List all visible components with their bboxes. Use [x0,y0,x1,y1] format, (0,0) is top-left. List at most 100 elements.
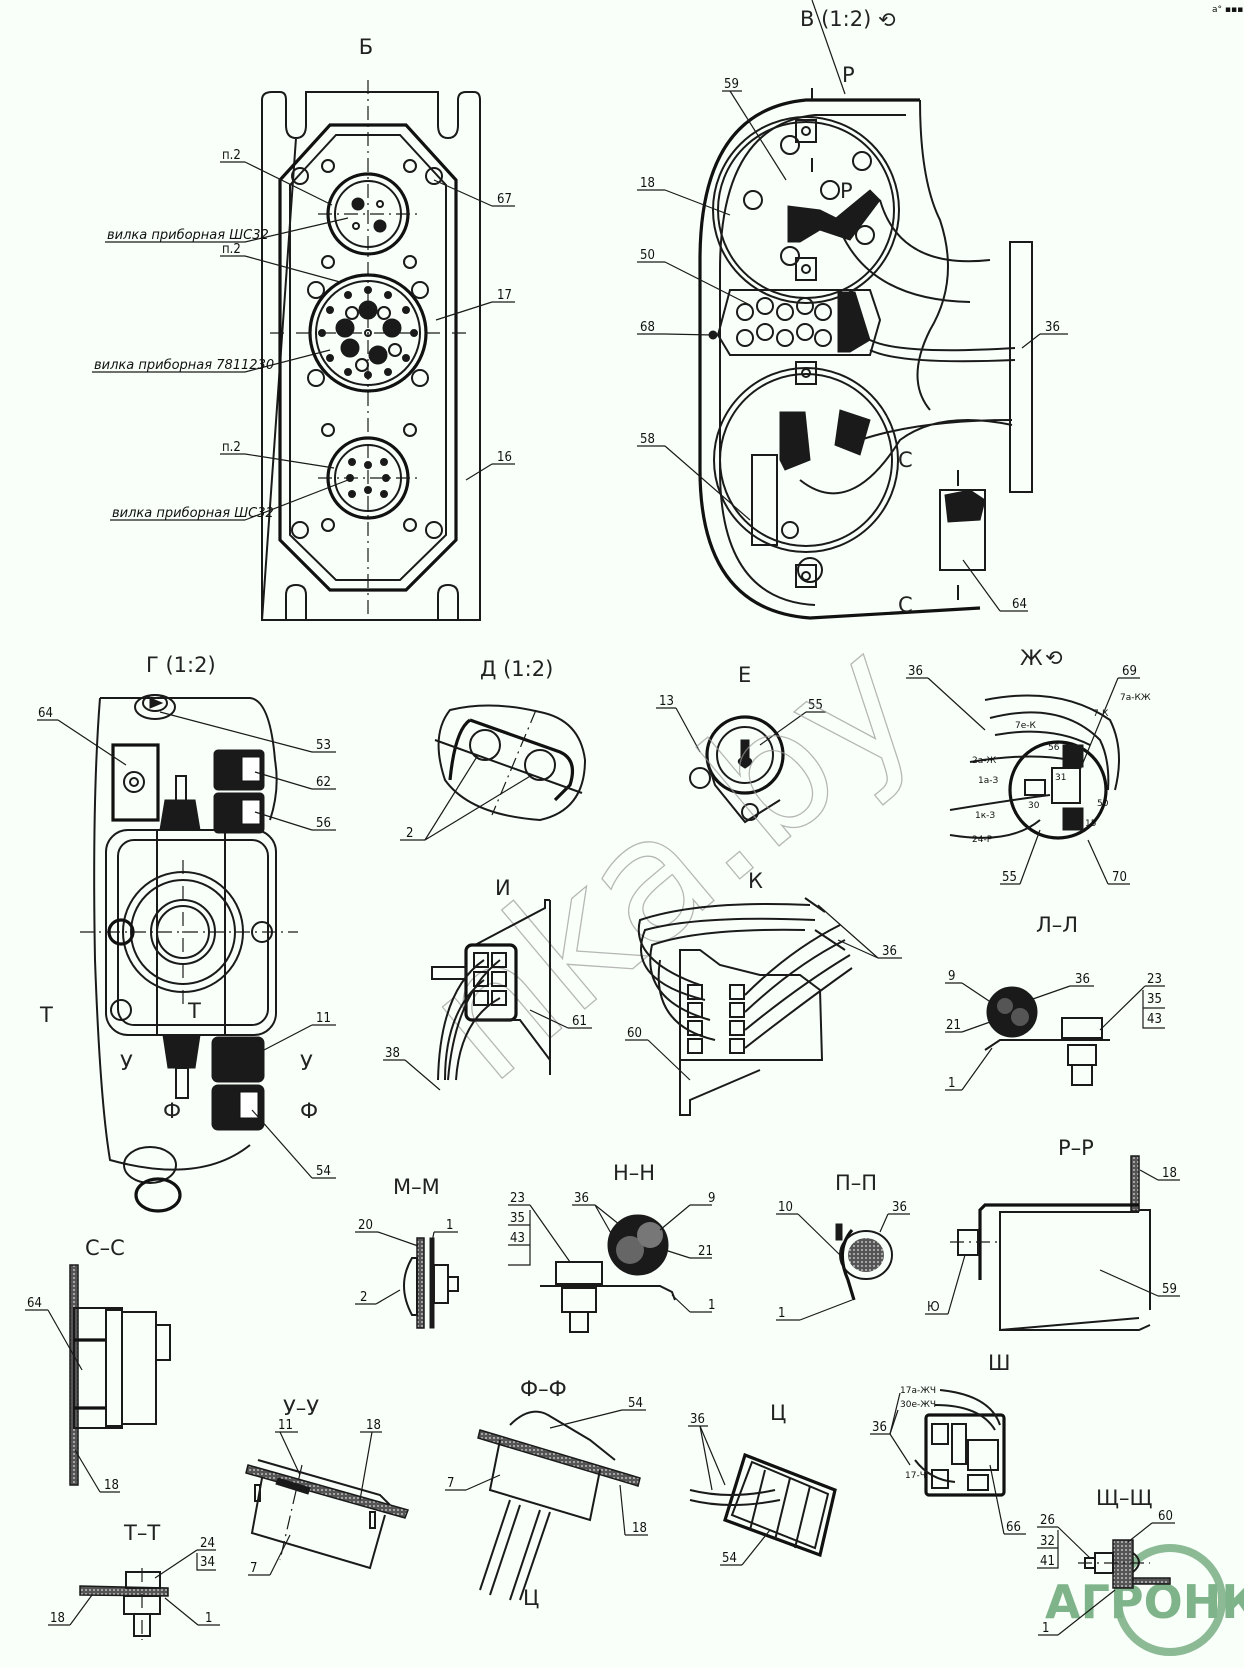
section-uu: У–У 11 18 7 [245,1396,409,1576]
section-pp: П–П 10 36 1 [776,1171,910,1321]
view-i: И 38 61 [383,876,592,1091]
callout-18: 18 [640,176,655,191]
section-mark-t: Т [39,1003,53,1027]
view-title: Р–Р [1058,1136,1094,1160]
callout-p2-top: п.2 [222,148,241,163]
callout-11: 11 [278,1418,293,1433]
callout-69: 69 [1122,664,1137,679]
rotate-icon: ⟲ [1045,646,1063,670]
callout-62: 62 [316,775,331,790]
view-b: Б [92,35,515,621]
section-rr: Р–Р 18 Ю 59 [925,1136,1180,1331]
callout-1: 1 [446,1218,453,1233]
view-sh: Ш 17а-ЖЧ 30е-ЖЧ 17-Ч 36 66 [870,1351,1026,1535]
callout-20: 20 [358,1218,373,1233]
callout-plug-shs32-top: вилка приборная ШС32 [107,228,269,243]
callout-1: 1 [205,1611,212,1626]
callout-64: 64 [1012,597,1027,612]
section-nn: Н–Н 23 35 43 36 9 21 1 [508,1161,715,1333]
stack-43: 43 [510,1231,525,1246]
callout-38: 38 [385,1046,400,1061]
callout-36: 36 [690,1412,705,1427]
callout-9: 9 [948,969,955,984]
callout-1: 1 [708,1298,715,1313]
section-mark-r-2: Р [840,179,853,203]
callout-36: 36 [882,944,897,959]
section-mark-u-2: У [300,1051,313,1075]
view-d: Д (1:2) 2 [400,657,587,841]
pin-label: 30 [1028,801,1040,811]
callout-2: 2 [360,1290,367,1305]
callout-p2-bottom: п.2 [222,440,241,455]
view-title: Ф–Ф [520,1377,567,1401]
view-title: К [748,869,763,893]
stack-23: 23 [1147,972,1162,987]
wire-label: 7а-КЖ [1120,693,1151,703]
wire-label: 30е-ЖЧ [900,1400,936,1410]
section-ll: Л–Л 9 21 36 1 23 35 43 [945,913,1165,1091]
view-title: Ж [1020,646,1043,670]
stack-32: 32 [1040,1534,1055,1549]
corner-mark: a° ▪▪▪ [1212,5,1243,15]
section-tt: Т–Т 24 34 18 1 [48,1521,220,1640]
callout-55: 55 [808,698,823,713]
callout-9: 9 [708,1191,715,1206]
wire-label: 24-Р [972,835,993,845]
view-title: Ц [770,1401,786,1425]
section-shch: Щ–Щ 26 32 41 60 1 [1037,1486,1175,1636]
callout-56: 56 [316,816,331,831]
agronka-logo: АГРОНКА [1045,1544,1244,1656]
section-mark-s: С [898,448,913,472]
view-title: Е [738,663,751,687]
view-title: Г (1:2) [146,653,216,677]
callout-7: 7 [447,1476,454,1491]
callout-59: 59 [724,77,739,92]
callout-plug-7811230: вилка приборная 7811230 [94,358,274,373]
callout-1: 1 [778,1306,785,1321]
view-title: С–С [85,1236,125,1260]
view-g: Г (1:2) Т Т У У Ф [37,653,336,1213]
view-ts: Ц 36 54 [688,1401,837,1566]
section-mark-f-2: Ф [300,1099,318,1123]
callout-67: 67 [497,192,512,207]
stack-24: 24 [200,1536,215,1551]
callout-66: 66 [1006,1520,1021,1535]
callout-36: 36 [872,1420,887,1435]
section-mark-f: Ф [163,1099,181,1123]
callout-21: 21 [946,1018,961,1033]
callout-60: 60 [1158,1509,1173,1524]
view-v: В (1:2) ⟲ [637,0,1068,620]
rotate-icon: ⟲ [878,8,896,32]
stack-43: 43 [1147,1012,1162,1027]
view-title: Ш [988,1351,1010,1375]
callout-68: 68 [640,320,655,335]
callout-yu: Ю [927,1300,940,1315]
pin-label: 50 [1097,799,1109,809]
view-title: Н–Н [613,1161,655,1185]
wire-label: 7-К [1093,709,1109,719]
section-mark-u: У [120,1051,133,1075]
callout-plug-shs32-bottom: вилка приборная ШС32 [112,506,274,521]
callout-18: 18 [50,1611,65,1626]
callout-16: 16 [497,450,512,465]
callout-64: 64 [27,1296,42,1311]
stack-23: 23 [510,1191,525,1206]
callout-64: 64 [38,706,53,721]
callout-59: 59 [1162,1282,1177,1297]
callout-1: 1 [1042,1621,1049,1636]
section-mark-t-2: Т [187,999,201,1023]
section-mark-s-2: С [898,593,913,617]
callout-10: 10 [778,1200,793,1215]
callout-1: 1 [948,1076,955,1091]
view-title: М–М [393,1175,440,1199]
callout-54: 54 [722,1551,737,1566]
callout-2: 2 [406,826,413,841]
callout-18: 18 [1162,1166,1177,1181]
callout-18: 18 [366,1418,381,1433]
section-mm: М–М 20 1 2 [355,1175,459,1329]
watermark: nka.by [389,602,953,1120]
section-mark-r: Р [842,63,855,87]
wire-label: 2а-Ж [972,756,996,766]
view-zh: Ж ⟲ 7а-КЖ 7-К 7е-К 2а-Ж 1а-З 1к-З 24-Р 5… [906,646,1151,885]
callout-p2-middle: п.2 [222,242,241,257]
